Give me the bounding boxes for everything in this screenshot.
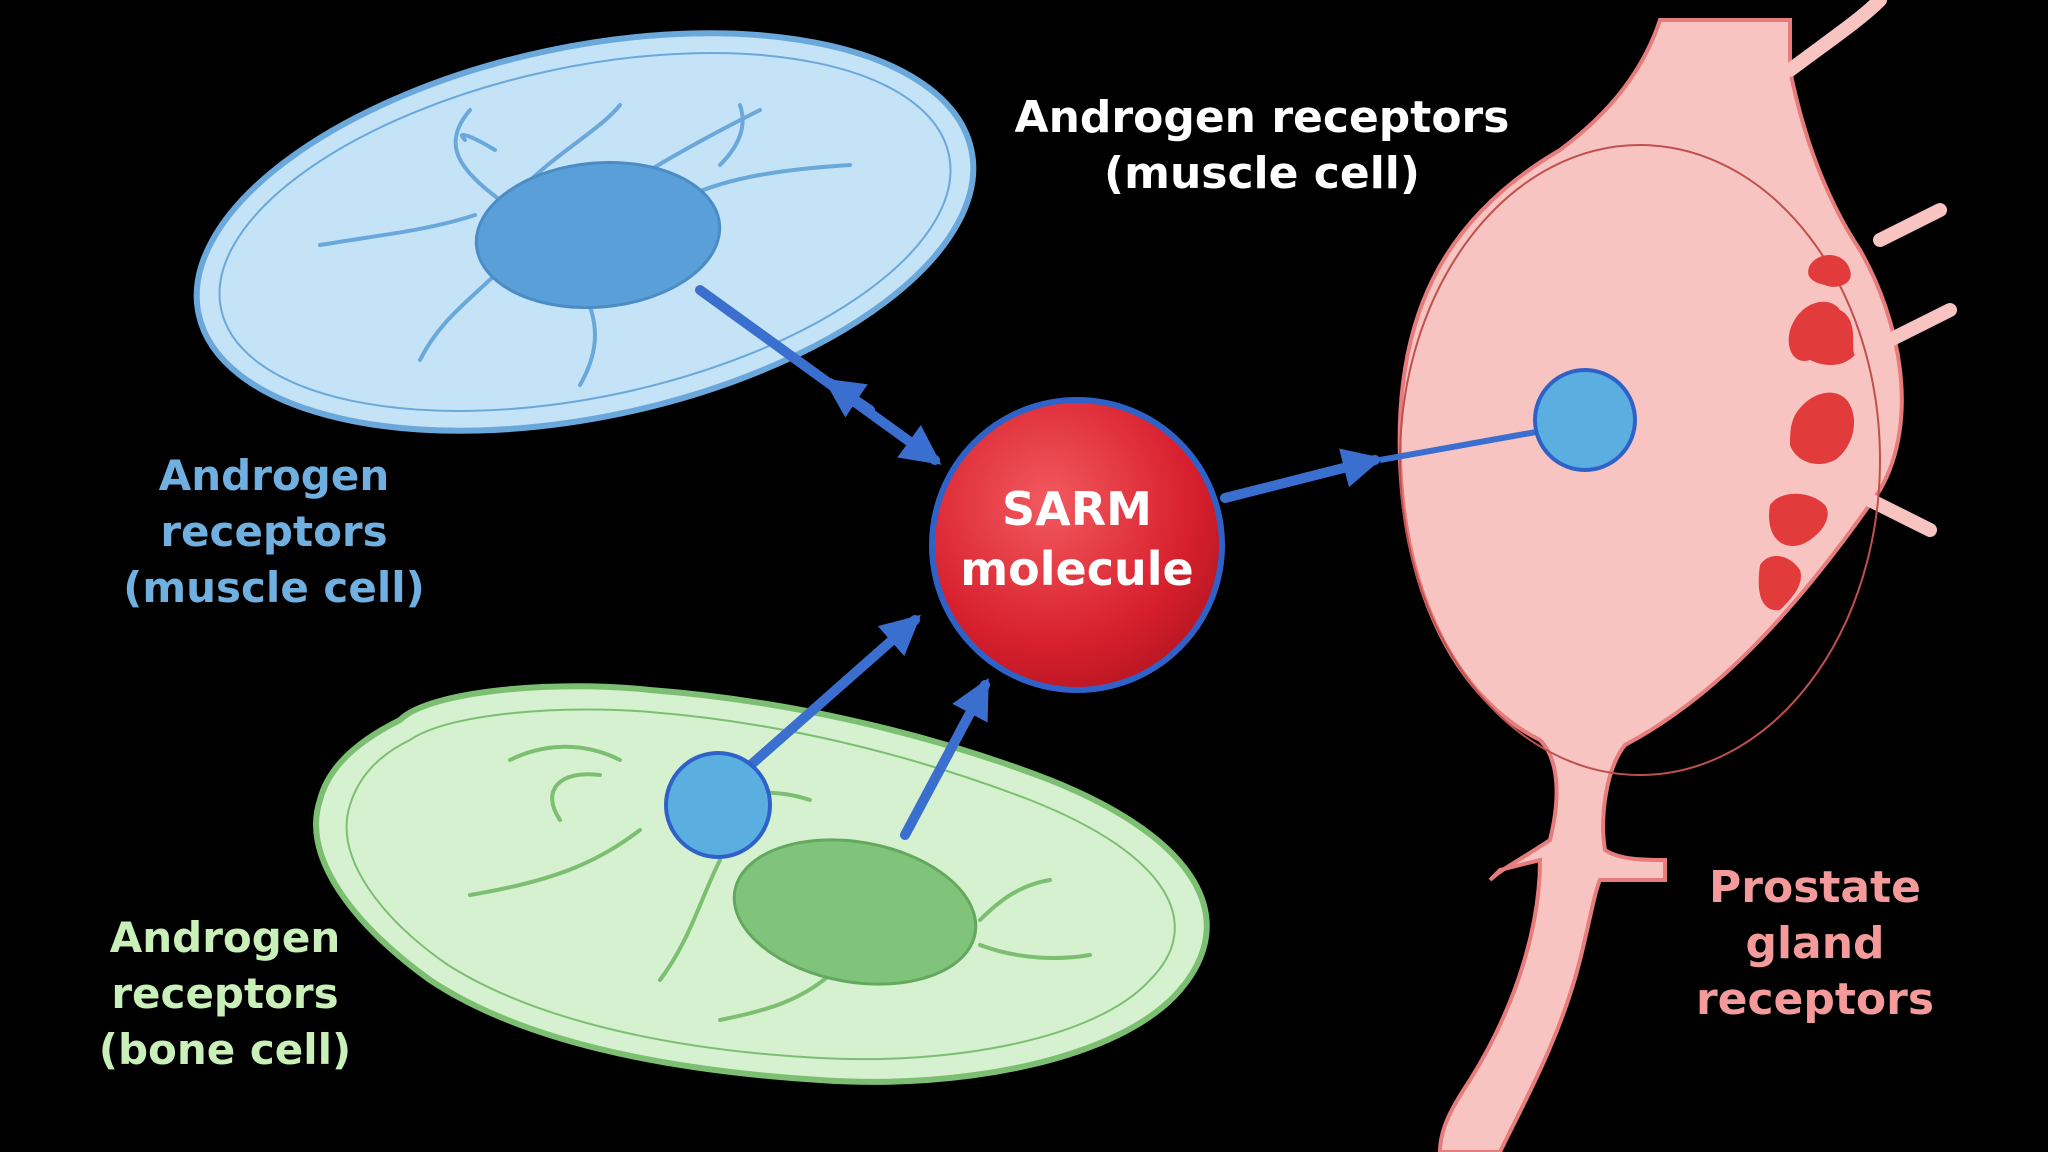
muscle-label-line1: Androgen [159, 451, 390, 500]
prostate-receptor-dot [1533, 368, 1637, 472]
prostate-label-line2: gland [1745, 918, 1884, 969]
top-label: Androgen receptors (muscle cell) [1015, 92, 1510, 199]
muscle-label: Androgen receptors (muscle cell) [123, 451, 425, 612]
prostate-receptor-spots [1758, 254, 1855, 611]
sarm-line2: molecule [960, 542, 1193, 596]
bone-cell [313, 683, 1210, 1085]
prostate-gland [1379, 0, 1957, 1152]
bone-label: Androgen receptors (bone cell) [99, 913, 352, 1074]
arrow-bone-to-sarm [900, 677, 990, 840]
sarm-line1: SARM [1002, 482, 1152, 536]
muscle-label-line3: (muscle cell) [123, 563, 425, 612]
prostate-label-line3: receptors [1696, 974, 1934, 1025]
prostate-label: Prostate gland receptors [1696, 862, 1934, 1025]
muscle-cell [193, 30, 977, 434]
muscle-label-line2: receptors [160, 507, 387, 556]
arrow-muscle-to-sarm [695, 285, 942, 465]
bone-label-line1: Androgen [110, 913, 341, 962]
top-label-line2: (muscle cell) [1104, 148, 1420, 199]
bone-label-line2: receptors [111, 969, 338, 1018]
arrow-bone-dot-to-sarm [740, 614, 921, 775]
muscle-nucleus [474, 160, 722, 310]
top-label-line1: Androgen receptors [1015, 92, 1510, 143]
bone-label-line3: (bone cell) [99, 1025, 352, 1074]
arrows [695, 285, 1383, 840]
bone-receptor-dot [664, 751, 772, 859]
prostate-label-line1: Prostate [1709, 862, 1921, 913]
arrow-sarm-to-muscle [823, 378, 875, 418]
bone-nucleus [732, 838, 978, 986]
arrow-sarm-to-prostate [1220, 448, 1383, 503]
sarm-molecule: SARM molecule [929, 397, 1225, 693]
